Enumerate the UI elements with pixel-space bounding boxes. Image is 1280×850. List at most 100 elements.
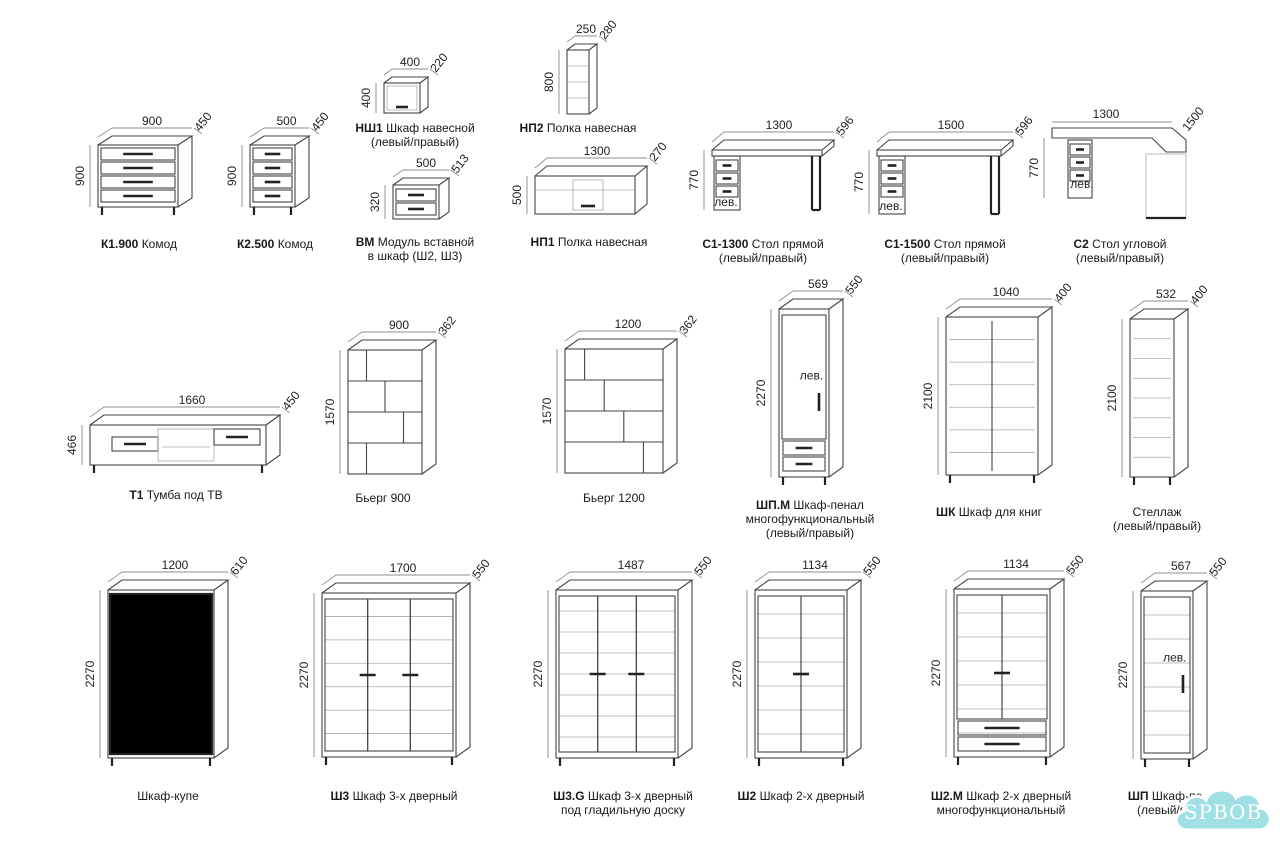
caption-line: К2.500 Комод — [237, 237, 313, 251]
item-name: Шкаф-пенал — [793, 498, 864, 512]
item-name: Стол прямой — [933, 237, 1006, 251]
item-code: Ш2 — [737, 789, 757, 803]
dim-depth: 362 — [676, 312, 700, 337]
item-name: Шкаф 2-х дверный — [966, 789, 1072, 803]
dim-depth: 550 — [691, 553, 715, 578]
dim-width: 1040 — [993, 285, 1020, 299]
dim-width: 1487 — [618, 558, 645, 572]
dim-width: 1660 — [179, 393, 206, 407]
dim-depth: 362 — [435, 313, 459, 338]
side-label: лев. — [714, 195, 737, 209]
item-name: Полка навесная — [557, 235, 648, 249]
dim-depth: 550 — [842, 272, 866, 297]
dim-height: 770 — [852, 172, 866, 192]
caption-line: С1-1500 Стол прямой — [884, 237, 1005, 251]
item-code: ВМ — [355, 235, 375, 249]
item-code: НП2 — [519, 121, 544, 135]
dim-depth: 450 — [191, 109, 215, 134]
caption-line: НШ1 Шкаф навесной — [355, 121, 474, 135]
caption-nsh1: НШ1 Шкаф навесной(левый/правый) — [320, 121, 510, 149]
caption-line: НП2 Полка навесная — [520, 121, 637, 135]
dim-height: 2100 — [1105, 384, 1119, 411]
caption-line: К1.900 Комод — [101, 237, 177, 251]
dim-height: 2270 — [929, 659, 943, 686]
dim-height: 900 — [73, 166, 87, 186]
dim-width: 1700 — [390, 561, 417, 575]
caption-line: ШП.М Шкаф-пенал — [756, 498, 864, 512]
caption-sh2: Ш2 Шкаф 2-х дверный — [706, 789, 896, 803]
caption-line: ВМ Модуль вставной — [356, 235, 475, 249]
item-code: К1.900 — [100, 237, 139, 251]
item-name: Шкаф 2-х дверный — [759, 789, 865, 803]
drawing-shk: 1040 400 2100 — [921, 280, 1075, 483]
dim-width: 900 — [142, 114, 162, 128]
item-subtitle: многофункциональный — [936, 803, 1066, 817]
caption-line: Ш3 Шкаф 3-х дверный — [330, 789, 457, 803]
item-subtitle: многофункциональный — [745, 512, 875, 526]
item-subtitle: (левый/правый) — [370, 135, 460, 149]
item-code: К2.500 — [236, 237, 275, 251]
dim-depth: 1500 — [1179, 104, 1207, 134]
item-code: С1-1500 — [884, 237, 931, 251]
dim-depth: 400 — [1051, 280, 1075, 305]
dim-width: 250 — [576, 22, 596, 36]
dim-width: 1300 — [766, 118, 793, 132]
side-label: лев. — [879, 199, 902, 213]
dim-depth: 513 — [448, 151, 472, 176]
dim-width: 1200 — [615, 317, 642, 331]
dim-depth: 550 — [1063, 552, 1087, 577]
dim-height: 2100 — [921, 382, 935, 409]
item-subtitle: (левый/правый) — [765, 526, 855, 540]
dim-width: 900 — [389, 318, 409, 332]
item-code: ШП.М — [756, 498, 791, 512]
dim-depth: 596 — [1012, 113, 1036, 138]
item-name: Бьерг 900 — [355, 491, 411, 505]
caption-s1300: С1-1300 Стол прямой(левый/правый) — [668, 237, 858, 265]
cloud-logo-icon — [1174, 788, 1272, 832]
dim-height: 2270 — [754, 379, 768, 406]
dim-height: 500 — [510, 185, 524, 205]
caption-line: Бьерг 1200 — [583, 491, 645, 505]
dim-width: 567 — [1171, 559, 1191, 573]
item-name: Стол угловой — [1092, 237, 1167, 251]
dim-width: 1500 — [938, 118, 965, 132]
item-code: Ш3 — [330, 789, 350, 803]
caption-sh3: Ш3 Шкаф 3-х дверный — [299, 789, 489, 803]
caption-s2: С2 Стол угловой(левый/правый) — [1025, 237, 1215, 265]
dim-width: 1134 — [1003, 557, 1029, 571]
caption-s1500: С1-1500 Стол прямой(левый/правый) — [850, 237, 1040, 265]
caption-berg1200: Бьерг 1200 — [519, 491, 709, 505]
item-name: Полка навесная — [546, 121, 637, 135]
item-name: Стеллаж — [1132, 505, 1182, 519]
dim-height: 770 — [1027, 158, 1041, 178]
caption-k1900: К1.900 Комод — [44, 237, 234, 251]
dim-width: 400 — [400, 55, 420, 69]
item-code: ШП — [1127, 789, 1149, 803]
caption-line: С1-1300 Стол прямой — [702, 237, 823, 251]
caption-line: Ш2 Шкаф 2-х дверный — [737, 789, 864, 803]
item-name: Шкаф для книг — [958, 505, 1042, 519]
dim-width: 500 — [416, 156, 436, 170]
item-subtitle: (левый/правый) — [718, 251, 808, 265]
spbob-watermark: SPBOB — [1170, 782, 1276, 840]
dim-height: 466 — [65, 435, 79, 455]
caption-line: ШК Шкаф для книг — [936, 505, 1042, 519]
item-subtitle: (левый/правый) — [1075, 251, 1165, 265]
item-name: Комод — [277, 237, 314, 251]
